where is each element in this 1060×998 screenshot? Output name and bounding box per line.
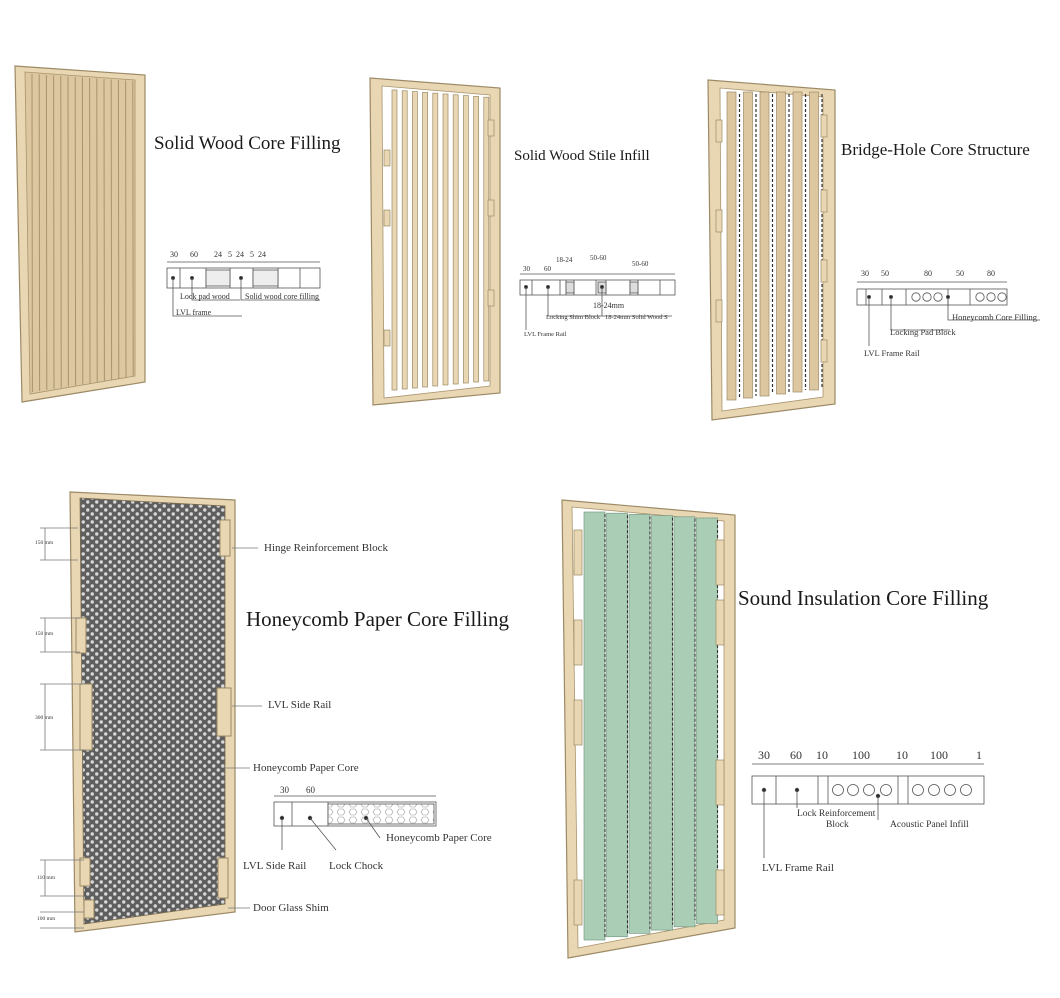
p5-dim-100b: 100	[930, 748, 948, 762]
p3-label-lvl-frame-rail: LVL Frame Rail	[864, 348, 920, 358]
p3-dim-30: 30	[861, 269, 869, 278]
p5-dim-10b: 10	[896, 748, 908, 762]
p2-dim-50-60a: 50-60	[590, 254, 607, 262]
p4-measure-150: 150 mm	[35, 631, 54, 637]
p4-dim-30: 30	[280, 785, 289, 795]
p1-dim-5b: 5	[250, 250, 254, 259]
p3-dim-50a: 50	[881, 269, 889, 278]
p4-label-door-glass-shim: Door Glass Shim	[253, 902, 329, 914]
p5-dim-100a: 100	[852, 748, 870, 762]
p3-dim-80b: 80	[987, 269, 995, 278]
section-sound-insulation	[751, 763, 985, 858]
panel-3-title: Bridge-Hole Core Structure	[841, 140, 1030, 159]
section-bridge-hole	[856, 281, 1040, 346]
p5-dim-10a: 10	[816, 748, 828, 762]
p5-label-lvl-frame-rail: LVL Frame Rail	[762, 862, 834, 874]
p4-measure-100: 100 mm	[37, 916, 56, 922]
p2-label-locking-shim: Locking Shim Block	[546, 314, 601, 321]
p3-label-honeycomb: Honeycomb Core Filling	[952, 312, 1037, 322]
p3-label-locking-pad: Locking Pad Block	[890, 327, 956, 337]
p5-label-block: Block	[826, 820, 849, 830]
p2-dim-18-24mm: 18-24mm	[593, 301, 625, 310]
p2-label-lvl-frame-rail: LVL Frame Rail	[524, 331, 567, 338]
section-solid-wood-stile	[519, 273, 676, 330]
p5-dim-60: 60	[790, 748, 802, 762]
p4-measure-110: 110 mm	[37, 875, 55, 881]
p2-dim-60: 60	[544, 265, 551, 273]
p1-dim-30: 30	[170, 250, 178, 259]
panel-2-title: Solid Wood Stile Infill	[514, 148, 650, 164]
p1-dim-24b: 24	[236, 250, 244, 259]
panel-4-title: Honeycomb Paper Core Filling	[246, 607, 510, 631]
p4-label-honeycomb-core-section: Honeycomb Paper Core	[386, 832, 492, 844]
p4-label-honeycomb-core-door: Honeycomb Paper Core	[253, 762, 359, 774]
door-sound-insulation-core	[561, 499, 736, 959]
p4-label-hinge-block: Hinge Reinforcement Block	[264, 542, 389, 554]
section-honeycomb	[273, 795, 437, 851]
p3-dim-80a: 80	[924, 269, 932, 278]
p2-dim-18-24: 18-24	[556, 256, 573, 264]
p2-dim-30: 30	[523, 265, 530, 273]
p1-dim-24a: 24	[214, 250, 222, 259]
p2-dim-50-60b: 50-60	[632, 260, 649, 268]
door-solid-wood-core	[14, 65, 146, 403]
honeycomb-measure-lines	[40, 527, 262, 929]
p4-measure-300: 300 mm	[35, 715, 54, 721]
p1-label-core-filling: Solid wood core filling	[245, 292, 319, 301]
p5-label-lock-reinforcement: Lock Reinforcement	[797, 809, 876, 819]
p4-measure-150-top: 150 mm	[35, 540, 54, 546]
p2-label-solid-wood: 18-24mm Solid Wood S	[605, 314, 668, 321]
p1-label-lvl-frame: LVL frame	[176, 308, 212, 317]
p5-dim-1: 1	[976, 748, 982, 762]
p4-label-lvl-side-rail-section: LVL Side Rail	[243, 860, 307, 872]
p4-label-lvl-side-rail-door: LVL Side Rail	[268, 699, 332, 711]
p5-label-acoustic-infill: Acoustic Panel Infill	[890, 820, 969, 830]
door-solid-wood-stile-infill	[369, 77, 501, 406]
p1-dim-60: 60	[190, 250, 198, 259]
p1-dim-24c: 24	[258, 250, 266, 259]
p5-dim-30: 30	[758, 748, 770, 762]
p1-dim-5a: 5	[228, 250, 232, 259]
p4-label-lock-chock: Lock Chock	[329, 860, 384, 872]
p1-label-lock-pad: Lock pad wood	[180, 292, 230, 301]
panel-1-title: Solid Wood Core Filling	[154, 133, 341, 154]
p3-dim-50b: 50	[956, 269, 964, 278]
p4-dim-60: 60	[306, 785, 315, 795]
door-honeycomb-paper-core	[69, 491, 236, 933]
panel-5-title: Sound Insulation Core Filling	[738, 586, 989, 610]
door-bridge-hole-core	[707, 79, 836, 421]
section-solid-wood-core	[166, 261, 321, 317]
